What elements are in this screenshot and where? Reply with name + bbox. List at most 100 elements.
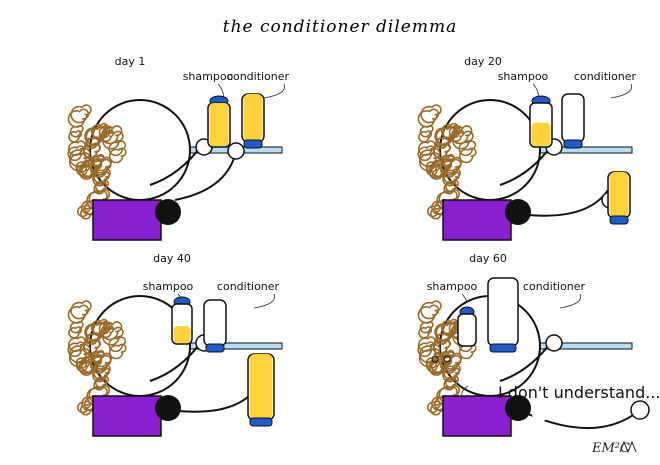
hair-curl [69,343,91,363]
head [439,99,541,201]
held-conditioner-bottle-cap [609,215,629,225]
shampoo-bottle-body [457,313,477,347]
conditioner-bottle-cap [205,343,225,353]
hair-curl [458,140,477,157]
shampoo-bottle [529,95,553,148]
hair-curl [68,140,86,156]
hair-curl [102,326,124,346]
hair-curl [436,332,451,345]
held-conditioner-bottle [607,171,631,225]
conditioner-bottle [203,299,227,353]
arm-right [527,189,609,217]
hair-curl [430,354,452,374]
hair-curl [69,320,84,334]
conditioner-label: conditioner [574,70,637,83]
eye-right [443,355,451,363]
hair-curl [93,378,108,391]
conditioner-pointer [263,83,285,99]
held-conditioner-bottle-cap [249,417,273,427]
hair-curl [419,124,434,138]
hair-curl [83,338,102,355]
hand-right [630,400,650,420]
day-label: day 20 [464,55,502,68]
hair-curl [430,158,452,178]
hair-curl [443,378,458,391]
conditioner-pointer [559,293,581,309]
held-conditioner-bottle-liquid [249,354,273,419]
comic-title: the conditioner dilemma [223,17,458,37]
hair-curl [75,160,90,173]
hair-curl [80,158,102,178]
conditioner-label: conditioner [523,280,586,293]
shoulder [505,199,531,225]
day-label: day 40 [153,252,191,265]
hair-curl [418,336,436,352]
hair-curl [108,343,127,360]
conditioner-pointer [253,293,275,309]
hair-curl [458,147,477,164]
speech-pointer [461,385,469,399]
conditioner-bottle [561,93,585,149]
shoulder [155,199,181,225]
shampoo-bottle-liquid [173,326,191,343]
hair-curl [70,104,92,124]
hair-curl [419,343,441,363]
held-conditioner-bottle-liquid [609,172,629,217]
hair-curl [425,160,440,173]
hair-curl [108,140,127,157]
hair-curl [436,136,451,149]
hair-curl [442,366,460,383]
hair-curl [419,147,441,167]
hair-curl [92,366,110,383]
hand-left [545,334,563,352]
shoulder [155,395,181,421]
shampoo-bottle-liquid [209,103,229,146]
conditioner-bottle-cap [243,139,263,149]
shampoo-bottle-liquid [531,122,551,146]
signature-mark [619,440,637,454]
held-conditioner-bottle [247,353,275,427]
panel-2: day 20 shampoo conditioner [417,55,637,241]
hair-curl [80,354,102,374]
conditioner-bottle [241,93,265,149]
body [92,395,162,437]
hair-curl [93,182,108,195]
day-label: day 1 [115,55,146,68]
shampoo-label: shampoo [427,280,478,293]
hair [417,104,477,220]
shampoo-label: shampoo [183,70,234,83]
shampoo-label: shampoo [498,70,549,83]
hair-curl [440,158,462,178]
day-label: day 60 [469,252,507,265]
arm-right [177,385,259,413]
signature: EM²C [591,441,630,456]
body [92,199,162,241]
hair-curl [425,356,440,369]
hair-curl [86,136,101,149]
conditioner-label: conditioner [217,280,280,293]
hand-right [227,142,245,160]
speech-text: I don't understand... [498,383,660,402]
hair-curl [69,124,84,138]
conditioner-bottle-cap [489,343,517,353]
shampoo-bottle [457,306,477,347]
conditioner-label: conditioner [227,70,290,83]
conditioner-bottle-body [487,277,519,347]
arm-right [174,154,236,201]
hair-curl [100,129,115,143]
hair-curl [100,325,115,339]
hair-curl [90,158,112,178]
eye-left [431,355,439,363]
conditioner-bottle-cap [563,139,583,149]
hair-curl [440,354,462,374]
head [89,99,191,201]
shoulder [505,395,531,421]
conditioner-bottle [487,277,519,353]
shampoo-bottle [207,95,231,148]
hair-curl [83,142,102,159]
hair-curl [69,147,91,167]
conditioner-bottle-body [561,93,585,143]
